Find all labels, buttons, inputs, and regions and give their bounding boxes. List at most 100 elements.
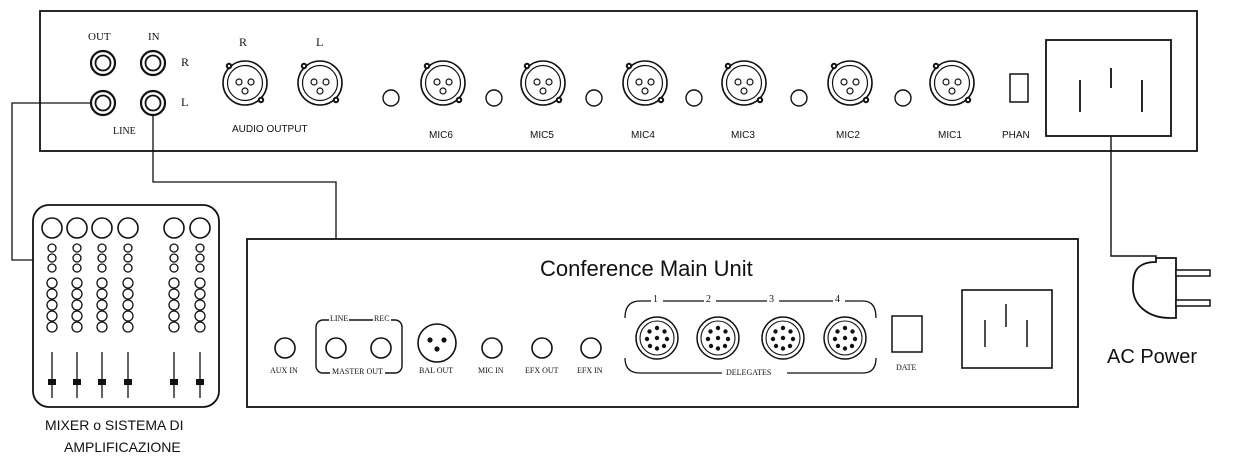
master-out-line-jack[interactable] [325,337,347,359]
bal-out-xlr[interactable] [417,323,457,363]
mixer-fader-cap[interactable] [48,379,56,385]
line-out-l-jack[interactable] [89,89,117,117]
mixer-eq-knob[interactable] [123,253,133,263]
mixer-eq-knob[interactable] [97,243,107,253]
line-out-r-jack[interactable] [89,49,117,77]
mixer-eq-knob[interactable] [168,288,180,300]
mixer-eq-knob[interactable] [47,263,57,273]
delegate-number-4: 4 [835,294,840,305]
line-in-l-jack[interactable] [139,89,167,117]
mixer-eq-knob[interactable] [122,299,134,311]
mixer-eq-knob[interactable] [46,277,58,289]
mixer-eq-knob[interactable] [195,243,205,253]
mixer-gain-knob[interactable] [117,217,139,239]
mic5-xlr[interactable] [520,60,566,106]
delegate-port-3[interactable] [761,316,805,360]
mixer-eq-knob[interactable] [168,310,180,322]
audio-output-r-xlr[interactable] [222,60,268,106]
mixer-eq-knob[interactable] [194,277,206,289]
efx-out-jack[interactable] [531,337,553,359]
efx-in-jack[interactable] [580,337,602,359]
mixer-eq-knob[interactable] [123,243,133,253]
mixer-eq-knob[interactable] [122,310,134,322]
mixer-eq-knob[interactable] [96,299,108,311]
line-out-label: OUT [88,31,111,43]
mixer-eq-knob[interactable] [195,253,205,263]
mixer-eq-knob[interactable] [123,263,133,273]
mixer-gain-knob[interactable] [189,217,211,239]
efx-in-label: EFX IN [577,366,603,375]
phantom-switch[interactable] [1009,73,1029,103]
ac-plug [1132,257,1211,319]
mixer-eq-knob[interactable] [96,288,108,300]
rear-power-inlet[interactable] [1045,39,1172,137]
mixer-fader-cap[interactable] [98,379,106,385]
mixer-eq-knob[interactable] [122,277,134,289]
delegate-port-2[interactable] [696,316,740,360]
mixer-eq-knob[interactable] [71,299,83,311]
mixer-eq-knob[interactable] [194,310,206,322]
mic-led-6 [382,89,400,107]
mixer-gain-knob[interactable] [91,217,113,239]
mic-in-label: MIC IN [478,366,504,375]
date-button[interactable] [891,315,923,353]
mixer-eq-knob[interactable] [97,253,107,263]
mixer-eq-knob[interactable] [169,253,179,263]
mixer-gain-knob[interactable] [163,217,185,239]
mixer-eq-knob[interactable] [96,277,108,289]
mixer-eq-knob[interactable] [72,243,82,253]
mic-in-jack[interactable] [481,337,503,359]
mixer-fader-cap[interactable] [124,379,132,385]
line-in-r-jack[interactable] [139,49,167,77]
mixer-eq-knob[interactable] [71,310,83,322]
mixer-eq-knob[interactable] [195,263,205,273]
mixer-eq-knob[interactable] [46,310,58,322]
delegate-port-4[interactable] [823,316,867,360]
mic2-xlr[interactable] [827,60,873,106]
mic3-xlr[interactable] [721,60,767,106]
mic4-xlr[interactable] [622,60,668,106]
mixer-fader-cap[interactable] [170,379,178,385]
mixer-eq-knob[interactable] [96,321,108,333]
mixer-fader-cap[interactable] [73,379,81,385]
mixer-eq-knob[interactable] [194,321,206,333]
mic5-label: MIC5 [530,130,554,141]
mixer-eq-knob[interactable] [71,277,83,289]
delegate-port-1[interactable] [635,316,679,360]
mixer-gain-knob[interactable] [66,217,88,239]
audio-output-r-label: R [239,35,248,49]
mic1-xlr[interactable] [929,60,975,106]
mixer-eq-knob[interactable] [96,310,108,322]
mixer-eq-knob[interactable] [169,243,179,253]
mixer-eq-knob[interactable] [47,253,57,263]
mixer-eq-knob[interactable] [168,321,180,333]
mixer-gain-knob[interactable] [41,217,63,239]
mixer-eq-knob[interactable] [72,253,82,263]
mixer-eq-knob[interactable] [46,288,58,300]
mixer-eq-knob[interactable] [168,277,180,289]
mixer-eq-knob[interactable] [46,321,58,333]
audio-output-label: AUDIO OUTPUT [232,124,308,135]
mic6-xlr[interactable] [420,60,466,106]
master-out-rec-jack[interactable] [370,337,392,359]
audio-output-l-xlr[interactable] [297,60,343,106]
mixer-eq-knob[interactable] [72,263,82,273]
mixer-eq-knob[interactable] [194,288,206,300]
mic-led-1 [894,89,912,107]
main-power-inlet[interactable] [961,289,1053,369]
mixer-fader-cap[interactable] [196,379,204,385]
mixer-eq-knob[interactable] [168,299,180,311]
mixer-eq-knob[interactable] [169,263,179,273]
mixer-eq-knob[interactable] [122,321,134,333]
main-unit-title: Conference Main Unit [540,256,753,281]
delegate-number-2: 2 [706,294,711,305]
mixer-eq-knob[interactable] [97,263,107,273]
mixer-eq-knob[interactable] [71,288,83,300]
aux-in-jack[interactable] [274,337,296,359]
mixer-eq-knob[interactable] [47,243,57,253]
mixer-eq-knob[interactable] [46,299,58,311]
mixer-eq-knob[interactable] [71,321,83,333]
mixer-eq-knob[interactable] [194,299,206,311]
mixer-eq-knob[interactable] [122,288,134,300]
